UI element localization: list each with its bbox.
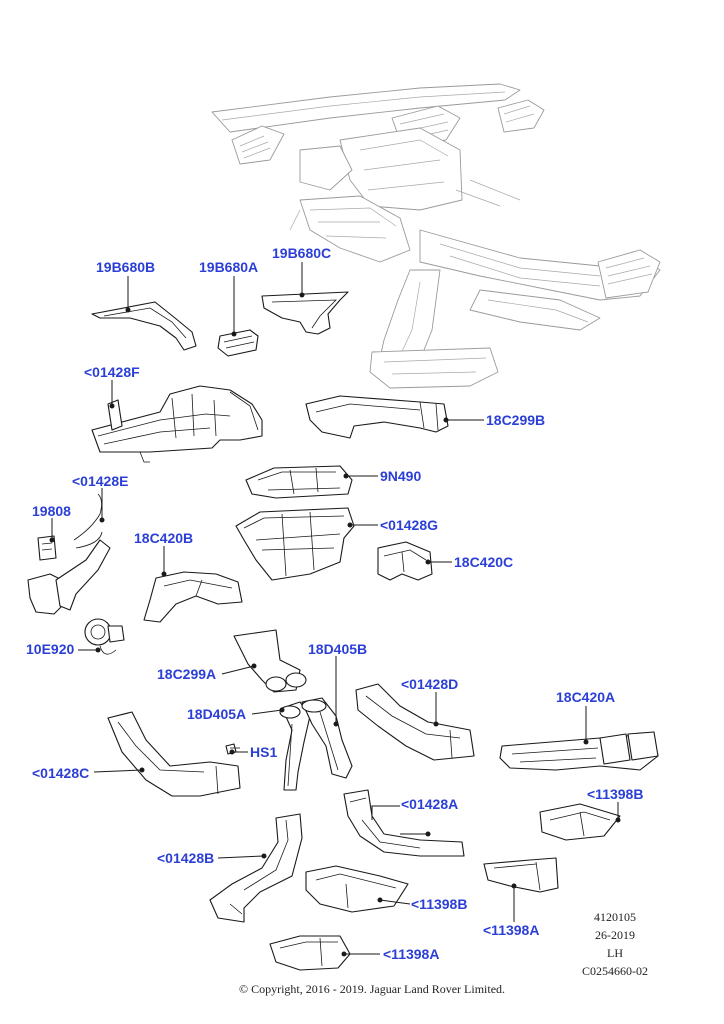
callout-19808[interactable]: 19808 [32,503,71,519]
reference-date: 26-2019 [595,928,635,942]
part-19B680A [217,329,259,357]
reference-side: LH [607,946,623,960]
part-01428B [209,813,303,923]
callout-18C420A[interactable]: 18C420A [556,689,615,705]
callout-18C420B[interactable]: 18C420B [134,530,193,546]
part-18C420A [499,731,659,771]
part-18D405A [279,701,311,791]
callout-10E920[interactable]: 10E920 [26,641,74,657]
part-01428C [107,711,241,797]
callout-19B680B[interactable]: 19B680B [96,259,155,275]
callout-labels: 19B680B 19B680A 19B680C <01428F 18C299B … [26,245,643,962]
callout-01428B[interactable]: <01428B [157,850,214,866]
reference-block: 4120105 26-2019 LH C0254660-02 [582,910,648,978]
callout-01428G[interactable]: <01428G [380,517,438,533]
callout-01428A[interactable]: <01428A [401,796,458,812]
callout-HS1[interactable]: HS1 [250,744,277,760]
part-10E920 [84,618,125,655]
callout-01428C[interactable]: <01428C [32,765,89,781]
leader-lines [49,262,621,957]
part-18C420C [377,541,433,581]
part-18C299B [305,395,449,439]
callout-11398B-bottom[interactable]: <11398B [411,896,467,912]
copyright-notice: © Copyright, 2016 - 2019. Jaguar Land Ro… [239,982,505,996]
callout-18D405A[interactable]: 18D405A [187,706,246,722]
part-11398A-bottom [269,935,351,971]
callout-11398A-bottom[interactable]: <11398A [383,946,439,962]
part-01428F [91,385,263,463]
part-11398B-bottom [305,865,409,913]
reference-code: C0254660-02 [582,964,648,978]
dashboard-assembly-ghost [211,83,661,389]
callout-19B680C[interactable]: 19B680C [272,245,331,261]
part-19B680C [261,291,349,335]
callout-9N490[interactable]: 9N490 [380,468,421,484]
reference-number: 4120105 [594,910,636,924]
part-01428D [355,683,475,761]
part-01428A [343,789,465,857]
part-01428G [235,507,355,581]
callout-11398B-right[interactable]: <11398B [587,786,643,802]
callout-01428E[interactable]: <01428E [72,473,128,489]
part-11398A-right [483,857,559,893]
callout-01428D[interactable]: <01428D [401,676,458,692]
part-01428E [27,493,111,615]
callout-18C299A[interactable]: 18C299A [157,666,216,682]
callout-01428F[interactable]: <01428F [84,364,140,380]
callout-11398A-right[interactable]: <11398A [483,922,539,938]
callout-18C299B[interactable]: 18C299B [486,412,545,428]
part-9N490 [245,465,353,499]
callout-18D405B[interactable]: 18D405B [308,641,367,657]
part-18C420B [143,571,243,623]
part-19B680B [91,301,197,351]
part-18C299A [233,629,307,693]
callout-18C420C[interactable]: 18C420C [454,554,513,570]
callout-19B680A[interactable]: 19B680A [199,259,258,275]
part-18D405B [301,697,353,779]
part-11398B-right [539,803,621,841]
